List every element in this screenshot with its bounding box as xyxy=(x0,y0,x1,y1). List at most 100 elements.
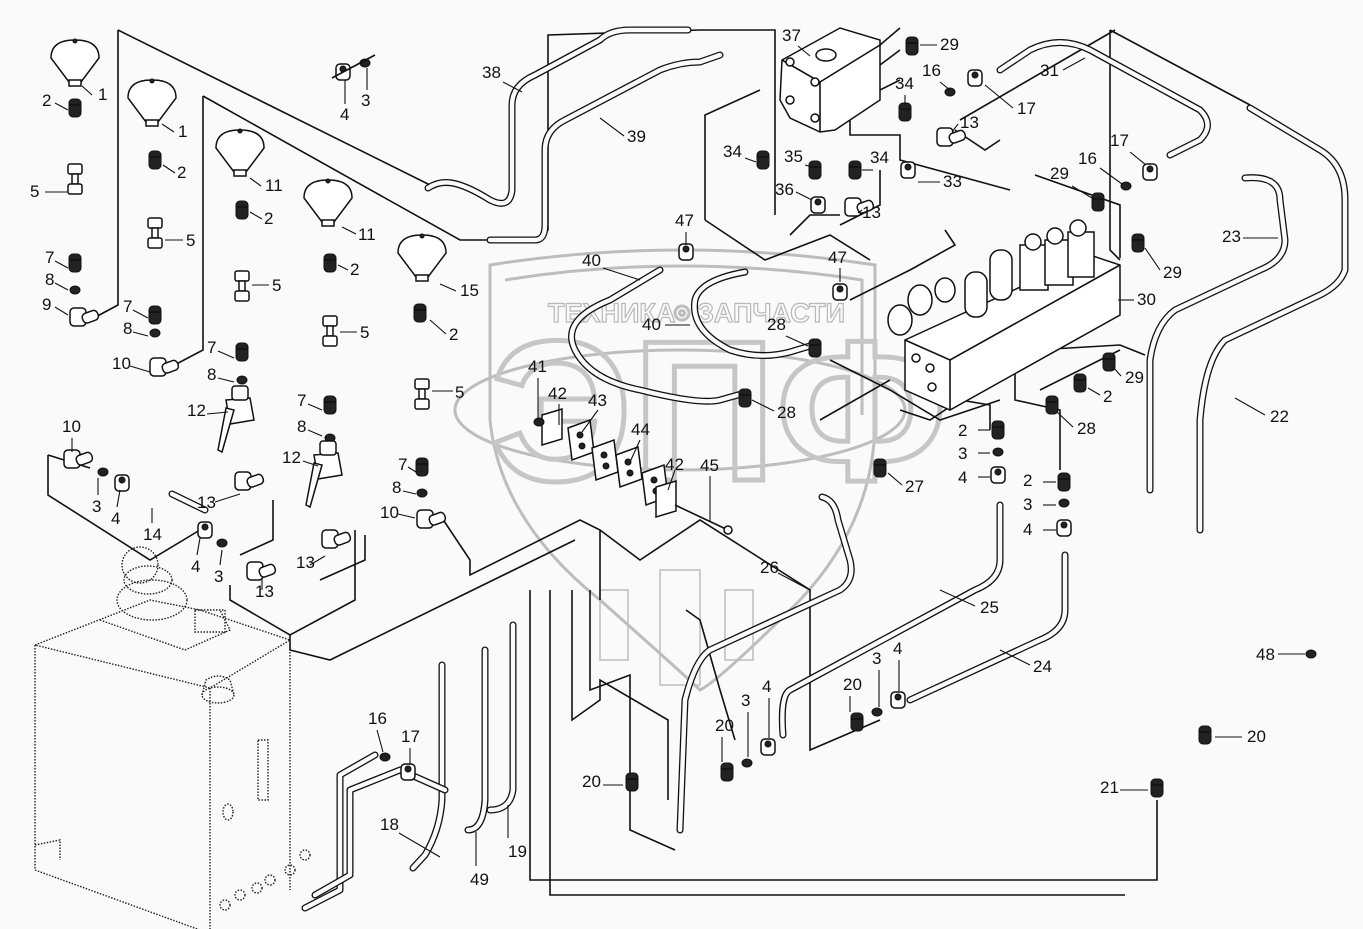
callout-label: 28 xyxy=(777,403,796,422)
callout-label: 10 xyxy=(380,503,399,522)
callout-label: 42 xyxy=(665,455,684,474)
leader-line xyxy=(629,439,641,463)
fitting-34 xyxy=(848,160,862,180)
elbow-10 xyxy=(63,449,94,469)
leader-line xyxy=(116,489,121,508)
callout-label: 2 xyxy=(264,209,273,228)
callout-label: 8 xyxy=(207,365,216,384)
accumulator-11b xyxy=(303,178,353,227)
gear-icon xyxy=(673,304,691,322)
tank-fittings xyxy=(219,849,311,911)
fitting-34 xyxy=(756,150,770,170)
callout-label: 12 xyxy=(187,401,206,420)
callout-label: 7 xyxy=(398,455,407,474)
callout-label: 7 xyxy=(123,297,132,316)
callout-label: 28 xyxy=(767,315,786,334)
nipple xyxy=(148,305,162,325)
leader-line xyxy=(162,164,176,174)
nipple xyxy=(235,342,249,362)
tube-25 xyxy=(778,501,1004,739)
callout-label: 29 xyxy=(1163,263,1182,282)
accumulator-1a xyxy=(50,38,100,87)
tube-31 xyxy=(996,39,1211,159)
callout-label: 33 xyxy=(943,172,962,191)
callout-labels: 1122222222333333344444445555577777888889… xyxy=(30,26,1289,889)
callout-label: 3 xyxy=(872,649,881,668)
nut xyxy=(114,474,130,492)
hydraulic-tank xyxy=(34,546,311,929)
watermark-oval xyxy=(453,348,907,472)
plate-42b xyxy=(655,479,677,519)
callout-label: 4 xyxy=(111,509,120,528)
callout-label: 17 xyxy=(401,727,420,746)
tube-18 xyxy=(409,661,446,872)
fitting-4e xyxy=(890,691,906,709)
fitting-2b xyxy=(991,420,1005,440)
callout-label: 37 xyxy=(782,26,801,45)
callout-label: 3 xyxy=(214,567,223,586)
fitting-20d xyxy=(1198,725,1212,745)
leader-line xyxy=(337,264,349,271)
leader-line xyxy=(196,537,201,556)
callout-label: 36 xyxy=(775,180,794,199)
leader-line xyxy=(161,123,175,133)
callout-label: 3 xyxy=(92,497,101,516)
leader-line xyxy=(1129,151,1147,166)
tee-9 xyxy=(69,307,100,327)
callout-label: 45 xyxy=(700,456,719,475)
tube-22 xyxy=(1196,104,1349,534)
callout-label: 20 xyxy=(843,675,862,694)
callout-label: 8 xyxy=(392,478,401,497)
callout-label: 4 xyxy=(762,677,771,696)
leader-line xyxy=(214,493,241,503)
leader-line xyxy=(939,81,951,91)
tube-23 xyxy=(1146,174,1289,494)
leader-line xyxy=(751,399,775,412)
leader-line xyxy=(54,282,69,291)
tube-ret1 xyxy=(301,751,379,912)
callout-label: 20 xyxy=(715,716,734,735)
callout-label: 5 xyxy=(272,276,281,295)
tube-39 xyxy=(486,51,724,244)
callout-leaders xyxy=(45,44,1305,866)
valve-12b xyxy=(305,440,343,509)
callout-label: 7 xyxy=(45,248,54,267)
fitting-20b xyxy=(720,762,734,782)
watermark-text-right: ЗАПЧАСТИ xyxy=(697,298,845,328)
leader-line xyxy=(1112,366,1122,377)
fitting-16c xyxy=(379,752,391,762)
callout-label: 19 xyxy=(508,842,527,861)
callout-label: 7 xyxy=(297,391,306,410)
callout-label: 34 xyxy=(895,74,914,93)
callout-label: 1 xyxy=(178,122,187,141)
callout-label: 7 xyxy=(207,338,216,357)
tee-13 xyxy=(936,127,967,147)
callout-label: 34 xyxy=(870,148,889,167)
leader-line xyxy=(1234,397,1266,416)
nipple xyxy=(323,253,337,273)
valve-block-30 xyxy=(887,219,1121,411)
callout-label: 16 xyxy=(922,61,941,80)
leader-line xyxy=(54,306,69,316)
fitting-16b xyxy=(1120,181,1132,191)
callout-label: 49 xyxy=(470,870,489,889)
callout-label: 3 xyxy=(958,444,967,463)
leader-line xyxy=(887,472,903,486)
callout-label: 5 xyxy=(360,323,369,342)
callout-label: 26 xyxy=(760,558,779,577)
leader-line xyxy=(219,549,223,566)
nipple xyxy=(413,303,427,323)
fitting-47a xyxy=(678,243,694,261)
callout-label: 2 xyxy=(42,91,51,110)
nipple xyxy=(415,457,429,477)
leader-line xyxy=(667,469,676,491)
callout-label: 2 xyxy=(1023,471,1032,490)
leader-line xyxy=(795,191,813,201)
fitting-33 xyxy=(900,161,916,179)
callout-label: 3 xyxy=(741,691,750,710)
fitting-4c xyxy=(1056,519,1072,537)
callout-label: 21 xyxy=(1100,778,1119,797)
bolt-45 xyxy=(674,504,729,531)
leader-line xyxy=(1056,411,1074,428)
leader-line xyxy=(804,164,813,168)
